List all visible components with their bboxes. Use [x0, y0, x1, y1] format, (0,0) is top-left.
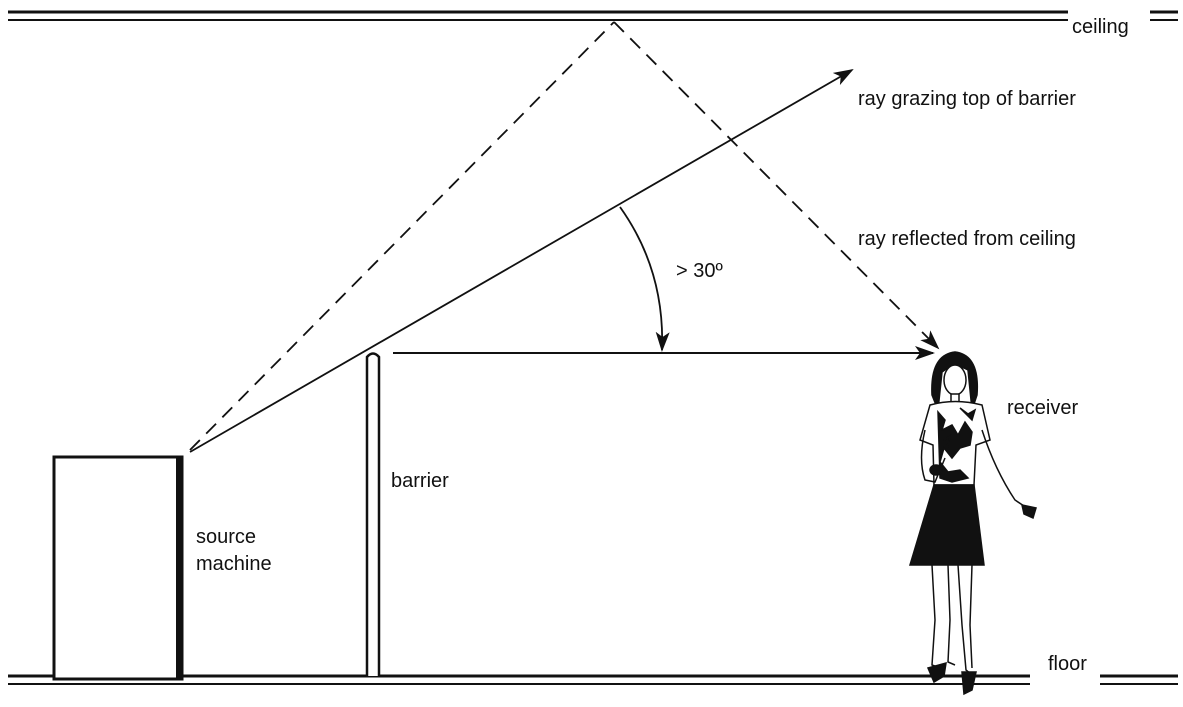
- source-machine-label-line2: machine: [196, 553, 272, 575]
- ray-reflected-label: ray reflected from ceiling: [858, 228, 1076, 250]
- angle-label: > 30º: [676, 260, 723, 282]
- ray-grazing-top-of-barrier: [189, 69, 854, 453]
- ray-reflected-from-ceiling: [189, 21, 940, 451]
- ceiling-line: [8, 10, 1178, 21]
- receiver-label: receiver: [1007, 397, 1078, 419]
- source-machine: [52, 455, 184, 681]
- floor-label: floor: [1048, 653, 1087, 675]
- source-machine-label-line1: source: [196, 526, 256, 548]
- ceiling-label: ceiling: [1072, 16, 1129, 38]
- angle-arc: [619, 206, 670, 352]
- barrier: [365, 352, 381, 676]
- receiver-figure: [908, 351, 1037, 696]
- ray-grazing-label: ray grazing top of barrier: [858, 88, 1076, 110]
- barrier-label: barrier: [391, 470, 449, 492]
